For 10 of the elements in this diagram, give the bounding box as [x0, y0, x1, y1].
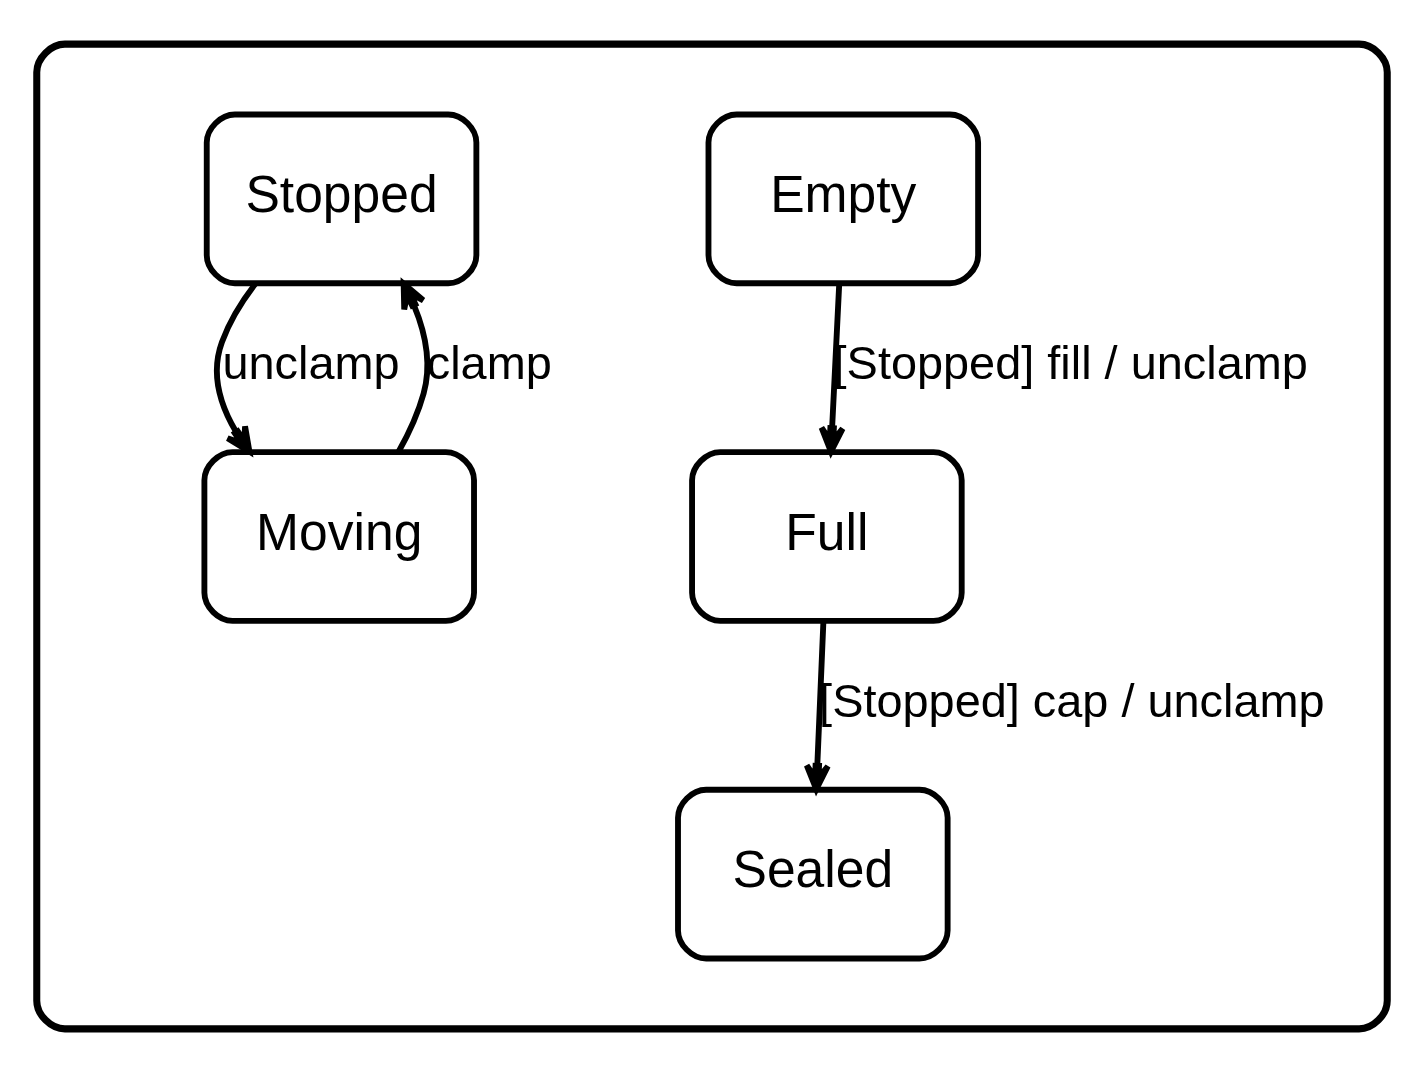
node-box: Stopped [203, 111, 480, 286]
node-box: Full [689, 448, 965, 624]
node-box: Empty [705, 111, 982, 286]
node-box: Sealed [675, 786, 951, 961]
edge-label: unclamp [222, 336, 400, 389]
cluster [33, 40, 1391, 1032]
edge-label: [Stopped] cap / unclamp [819, 674, 1325, 727]
arrow [395, 280, 431, 453]
node-box: Moving [201, 448, 477, 624]
edge-label: clamp [426, 336, 552, 389]
